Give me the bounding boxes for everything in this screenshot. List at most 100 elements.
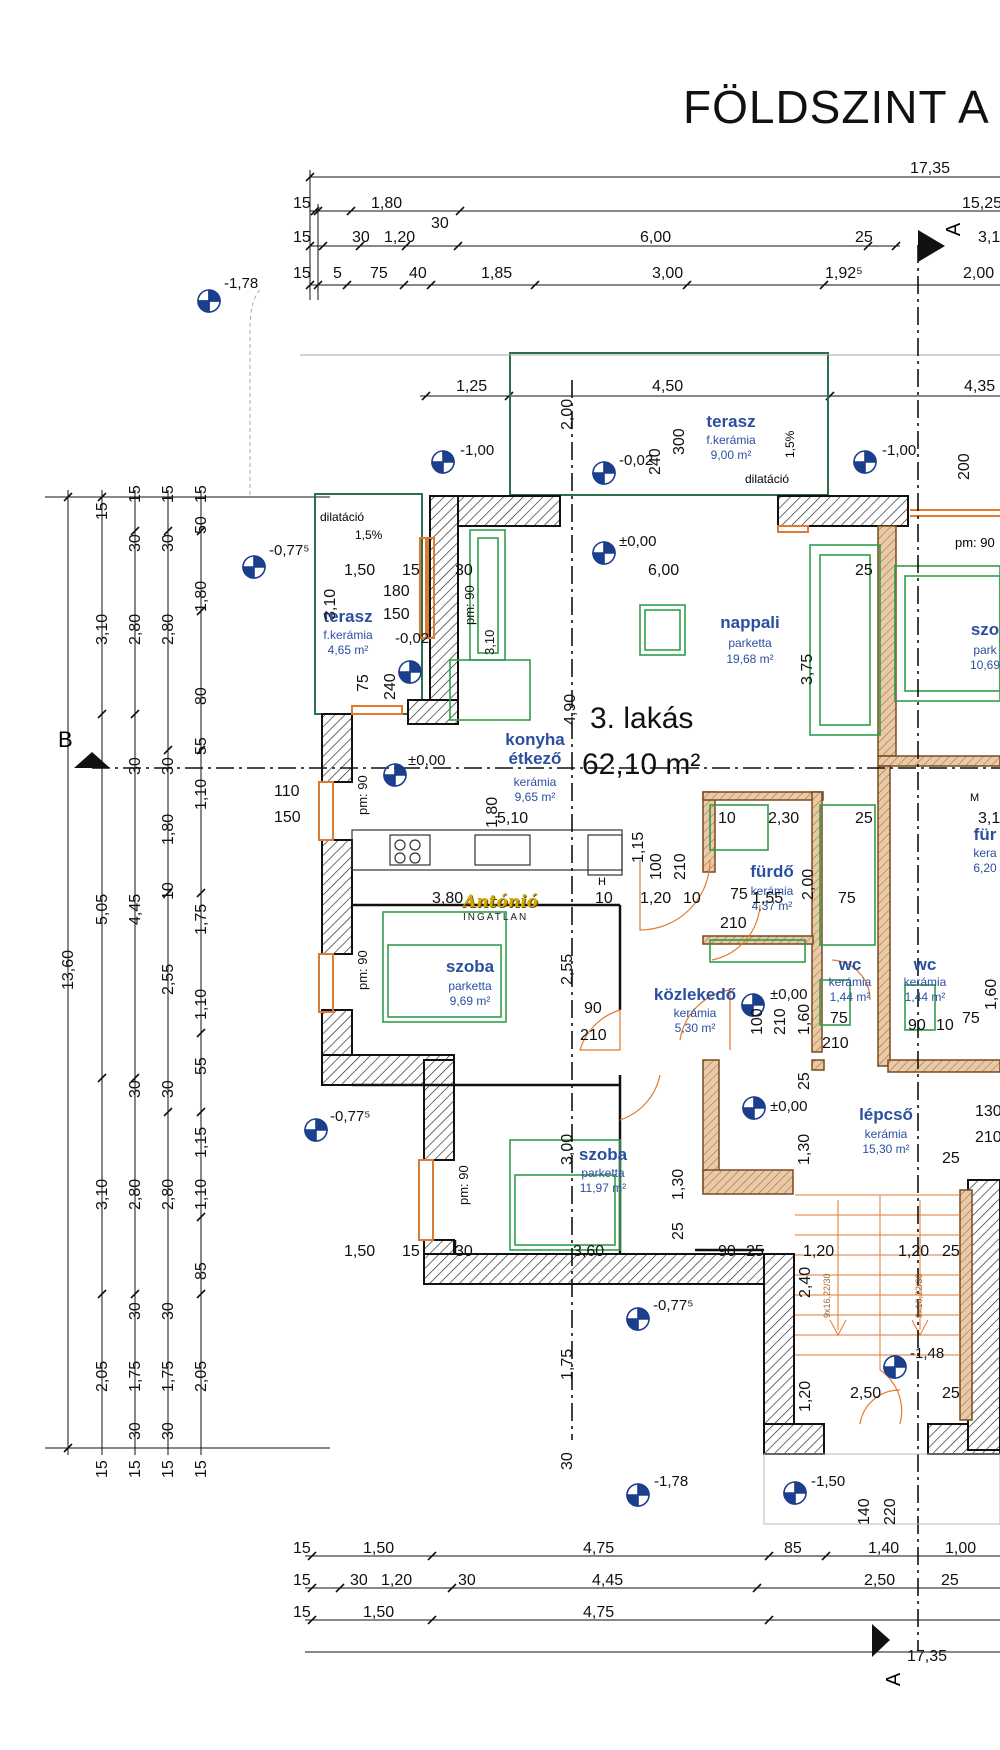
room-floor: f.kerámia [323, 628, 373, 642]
dimension-label: 1,92⁵ [825, 265, 863, 282]
dimension-label: 90 [584, 1000, 602, 1017]
room-area: 11,97 m² [579, 1181, 627, 1195]
dimension-label: 15 [193, 1460, 210, 1478]
dimension-label: 30 [458, 1572, 476, 1589]
dimension-label: 25 [942, 1150, 960, 1167]
dimension-label: 110 [274, 783, 300, 800]
dimension-label: 4,90 [562, 693, 579, 725]
room-name: wc [838, 955, 862, 974]
level-value: -1,78 [224, 275, 259, 292]
level-value: -1,00 [460, 442, 495, 459]
top-dimension-lines [305, 170, 1000, 401]
dimension-label: 15 [293, 229, 311, 246]
slope-note: 1,5% [355, 528, 383, 542]
dimension-label: 13,60 [60, 949, 77, 990]
room-floor: parketta [581, 1166, 625, 1180]
dimension-label: 3,10 [322, 588, 339, 620]
dimension-label: 150 [383, 606, 410, 623]
level-marker [398, 660, 422, 684]
dimension-label: 1,20 [640, 890, 672, 907]
furniture-label: pm: 90 [462, 585, 477, 625]
dimension-label: 1,85 [481, 265, 513, 282]
level-value: -1,50 [811, 1473, 846, 1490]
dimension-label: 15 [402, 562, 420, 579]
dimension-label: 10 [683, 890, 701, 907]
dimension-label: 1,50 [344, 562, 376, 579]
furniture-label: pm: 90 [955, 535, 995, 550]
dimension-label: 3,10 [94, 1178, 111, 1210]
level-marker [197, 289, 221, 313]
section-axis-lines [92, 245, 1000, 1650]
dimension-label: 6,00 [640, 229, 672, 246]
stair-label: 9x16,22/30 [822, 1273, 832, 1318]
dimension-label: 1,15 [193, 1126, 210, 1158]
dimension-label: 15 [94, 1460, 111, 1478]
furniture-label: H [598, 876, 606, 888]
dimension-label: 2,80 [160, 1178, 177, 1210]
dimension-label: 210 [720, 915, 747, 932]
dimension-label: 30 [160, 1080, 177, 1098]
level-marker [592, 541, 616, 565]
dimension-label: 1,75 [160, 1360, 177, 1392]
dimension-label: 1,80 [193, 580, 210, 612]
dimension-label: 210 [822, 1035, 849, 1052]
dimension-label: 1,50 [363, 1540, 395, 1557]
level-value: ±0,00 [770, 1098, 808, 1115]
dimension-label: 4,75 [583, 1604, 615, 1621]
dimension-label: 15 [293, 265, 311, 282]
dimension-label: 210 [672, 853, 689, 880]
room-floor: kerámia [864, 1127, 908, 1141]
dimension-label: 90 [908, 1017, 926, 1034]
dimension-label: 30 [455, 562, 473, 579]
dimension-label: 1,10 [193, 778, 210, 810]
room-area: 5,30 m² [674, 1021, 716, 1035]
room-area: 6,20 [973, 861, 997, 875]
dimension-label: 1,55 [752, 890, 784, 907]
room-name: wc [913, 955, 937, 974]
room-area: 15,30 m² [862, 1142, 910, 1156]
dimension-label: 30 [559, 1452, 576, 1470]
stairs [795, 1194, 960, 1370]
dimension-label: 1,30 [796, 1133, 813, 1165]
room-name: konyha étkező [505, 730, 565, 768]
door-swings [579, 859, 903, 1425]
dimension-label: 25 [796, 1072, 813, 1090]
level-value: -0,02 [619, 452, 654, 469]
room-area: 9,00 m² [710, 448, 752, 462]
kitchen-counter [351, 829, 623, 876]
room-area: 9,69 m² [449, 994, 491, 1008]
room-area: 9,65 m² [514, 790, 556, 804]
dimension-label: 180 [383, 583, 410, 600]
dimension-label: 3,10 [94, 613, 111, 645]
dimension-label: 25 [670, 1222, 687, 1240]
dimension-label: 1,10 [193, 988, 210, 1020]
dimension-label: 15 [293, 1604, 311, 1621]
room-floor: f.kerámia [706, 433, 756, 447]
dimension-label: 3,1 [978, 810, 1000, 827]
expansion-joint-note: dilatáció [745, 472, 790, 486]
dimension-label: 1,00 [945, 1540, 977, 1557]
level-marker [626, 1483, 650, 1507]
dimension-label: 90 [718, 1243, 736, 1260]
dimension-label: 5,10 [497, 810, 529, 827]
level-value: -0,77⁵ [269, 542, 310, 559]
dimension-label: 210 [975, 1129, 1000, 1146]
dimension-label: 15 [193, 485, 210, 503]
room-floor: kerámia [903, 975, 947, 989]
room-name: közlekedő [653, 985, 737, 1004]
dimension-label: 15 [160, 485, 177, 503]
dimension-label: 17,35 [907, 1648, 948, 1665]
room-floor: park [973, 643, 997, 657]
section-markers [74, 230, 945, 1657]
dimension-label: 15 [127, 1460, 144, 1478]
level-value: ±0,00 [408, 752, 446, 769]
room-area: 1,44 m² [904, 990, 946, 1004]
dimension-label: 30 [455, 1243, 473, 1260]
level-marker [431, 450, 455, 474]
furniture [382, 529, 1000, 1251]
stair-label: 9x16,22/30 [914, 1273, 924, 1318]
dimension-label: 75 [962, 1010, 980, 1027]
dimension-label: 150 [274, 809, 301, 826]
dimension-label: 1,75 [193, 903, 210, 935]
